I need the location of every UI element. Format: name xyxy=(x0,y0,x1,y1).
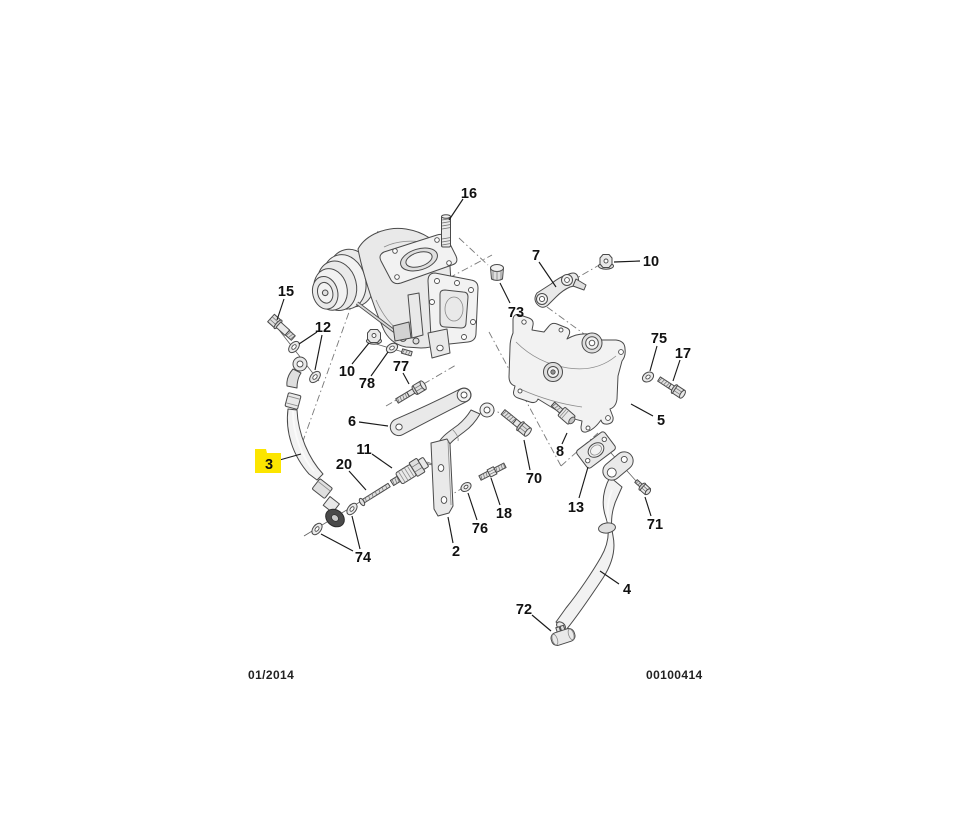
leader-line-16 xyxy=(448,198,464,221)
callout-7[interactable]: 7 xyxy=(532,248,540,264)
hose-end-bushing xyxy=(325,508,345,528)
part-bolt-77 xyxy=(395,380,427,404)
callout-75[interactable]: 75 xyxy=(651,331,667,347)
leader-line-2 xyxy=(447,516,454,544)
leader-line-74-2 xyxy=(351,515,361,550)
leader-line-70 xyxy=(523,439,531,471)
callout-78[interactable]: 78 xyxy=(359,376,375,392)
part-bolt-70 xyxy=(500,409,532,437)
callout-20[interactable]: 20 xyxy=(336,457,352,473)
part-rod-20 xyxy=(358,482,391,507)
callout-16[interactable]: 16 xyxy=(461,186,477,202)
leader-line-15 xyxy=(276,298,285,321)
leader-line-77 xyxy=(402,372,410,385)
callout-18[interactable]: 18 xyxy=(496,506,512,522)
part-fitting-11 xyxy=(389,457,429,487)
callout-6[interactable]: 6 xyxy=(348,414,356,430)
callout-12[interactable]: 12 xyxy=(315,320,331,336)
leader-line-4 xyxy=(599,570,620,585)
leader-line-74-1 xyxy=(320,533,354,552)
callout-10-right[interactable]: 10 xyxy=(643,254,659,270)
callout-77[interactable]: 77 xyxy=(393,359,409,375)
callout-71[interactable]: 71 xyxy=(647,517,663,533)
part-oil-feed-hose-3 xyxy=(284,356,345,528)
part-bracket-7 xyxy=(534,272,587,308)
part-manifold-5 xyxy=(508,314,626,433)
leader-line-13 xyxy=(578,466,589,499)
part-washer-76 xyxy=(460,481,472,493)
part-turbocharger xyxy=(311,227,479,359)
part-stud-18 xyxy=(478,462,507,481)
part-bracket-2 xyxy=(430,402,495,517)
callout-3[interactable]: 3 xyxy=(265,457,273,473)
callout-70[interactable]: 70 xyxy=(526,471,542,487)
leader-line-10-right xyxy=(613,260,641,263)
leader-line-17 xyxy=(672,359,681,382)
callout-8[interactable]: 8 xyxy=(556,444,564,460)
part-washer-78 xyxy=(385,342,399,354)
leader-line-12-2 xyxy=(314,334,323,371)
part-nut-10-right xyxy=(598,254,614,270)
callout-13[interactable]: 13 xyxy=(568,500,584,516)
callout-5[interactable]: 5 xyxy=(657,413,665,429)
leader-line-72 xyxy=(531,614,552,632)
callout-72[interactable]: 72 xyxy=(516,602,532,618)
part-bolt-17 xyxy=(657,376,686,399)
leader-line-11 xyxy=(371,453,393,469)
callout-15[interactable]: 15 xyxy=(278,284,294,300)
leader-line-76 xyxy=(467,492,478,521)
part-gasket-13 xyxy=(576,431,616,469)
callout-11[interactable]: 11 xyxy=(356,442,371,458)
leader-line-8 xyxy=(561,432,568,445)
callout-76[interactable]: 76 xyxy=(472,521,488,537)
leader-line-75 xyxy=(649,345,658,372)
part-nut-10-left xyxy=(366,329,382,345)
part-bolt-8 xyxy=(550,401,576,425)
part-clamp-72 xyxy=(550,624,576,646)
drawing-number: 00100414 xyxy=(646,668,703,682)
leader-line-7 xyxy=(538,261,557,288)
callout-74[interactable]: 74 xyxy=(355,550,371,566)
leader-line-18 xyxy=(490,477,501,506)
leader-line-12-1 xyxy=(298,331,318,345)
leader-line-20 xyxy=(348,470,367,491)
leader-line-78 xyxy=(370,351,389,377)
callout-17[interactable]: 17 xyxy=(675,346,691,362)
part-bracket-6 xyxy=(389,387,472,437)
part-washers-74 xyxy=(311,502,358,536)
leader-line-10-left xyxy=(351,342,370,365)
part-banjo-bolt-15 xyxy=(267,313,296,341)
part-nut-71 xyxy=(634,479,652,496)
callout-2[interactable]: 2 xyxy=(452,544,460,560)
part-washers-12 xyxy=(288,340,321,384)
part-washer-75 xyxy=(641,371,655,383)
leader-line-5 xyxy=(630,403,654,417)
highlight-tag-3 xyxy=(255,449,281,473)
leader-line-71 xyxy=(644,496,652,517)
callout-4[interactable]: 4 xyxy=(623,582,631,598)
part-stud-16 xyxy=(441,214,451,248)
leader-line-73 xyxy=(499,282,511,304)
date-code: 01/2014 xyxy=(248,668,294,682)
part-oil-return-pipe-4 xyxy=(555,451,634,631)
callout-10-left[interactable]: 10 xyxy=(339,364,355,380)
part-plug-73 xyxy=(490,264,504,281)
leader-line-6 xyxy=(358,421,389,427)
callout-73[interactable]: 73 xyxy=(508,305,524,321)
